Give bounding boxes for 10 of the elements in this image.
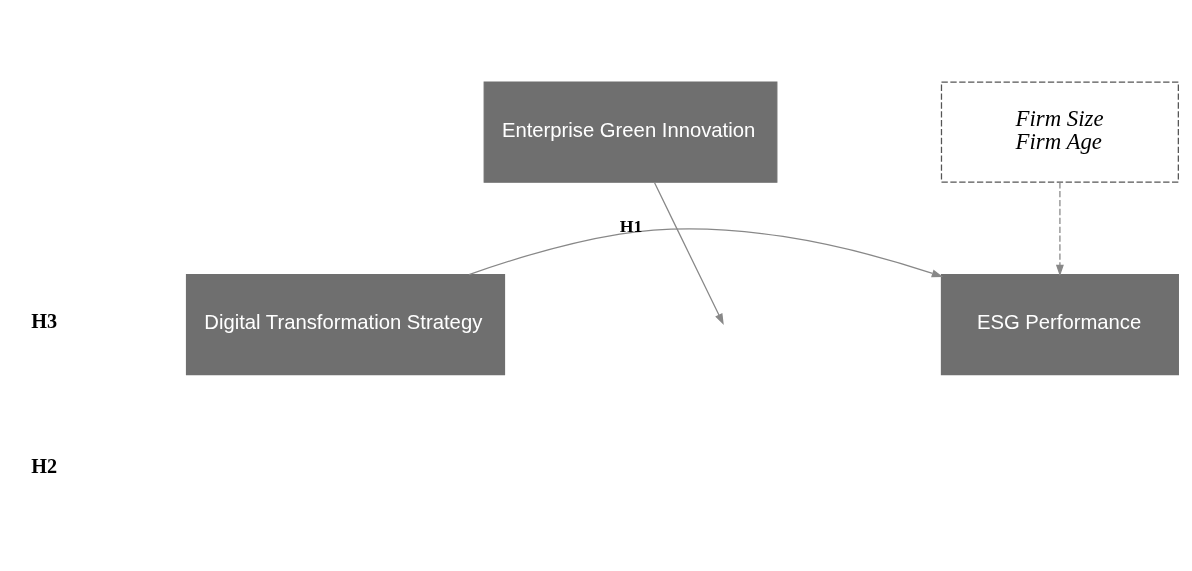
label: H2 xyxy=(31,454,58,477)
arrow xyxy=(653,181,724,325)
arrow xyxy=(468,227,944,277)
node-box: ESG Performance xyxy=(940,273,1179,375)
arrow xyxy=(1055,181,1064,276)
node-box: Enterprise Green Innovation xyxy=(483,80,778,183)
edge-label: H1 xyxy=(619,215,643,236)
node-box: Firm Size Firm Age xyxy=(940,80,1179,183)
node-box: Digital Transformation Strategy xyxy=(185,273,506,375)
label: H3 xyxy=(31,309,58,332)
